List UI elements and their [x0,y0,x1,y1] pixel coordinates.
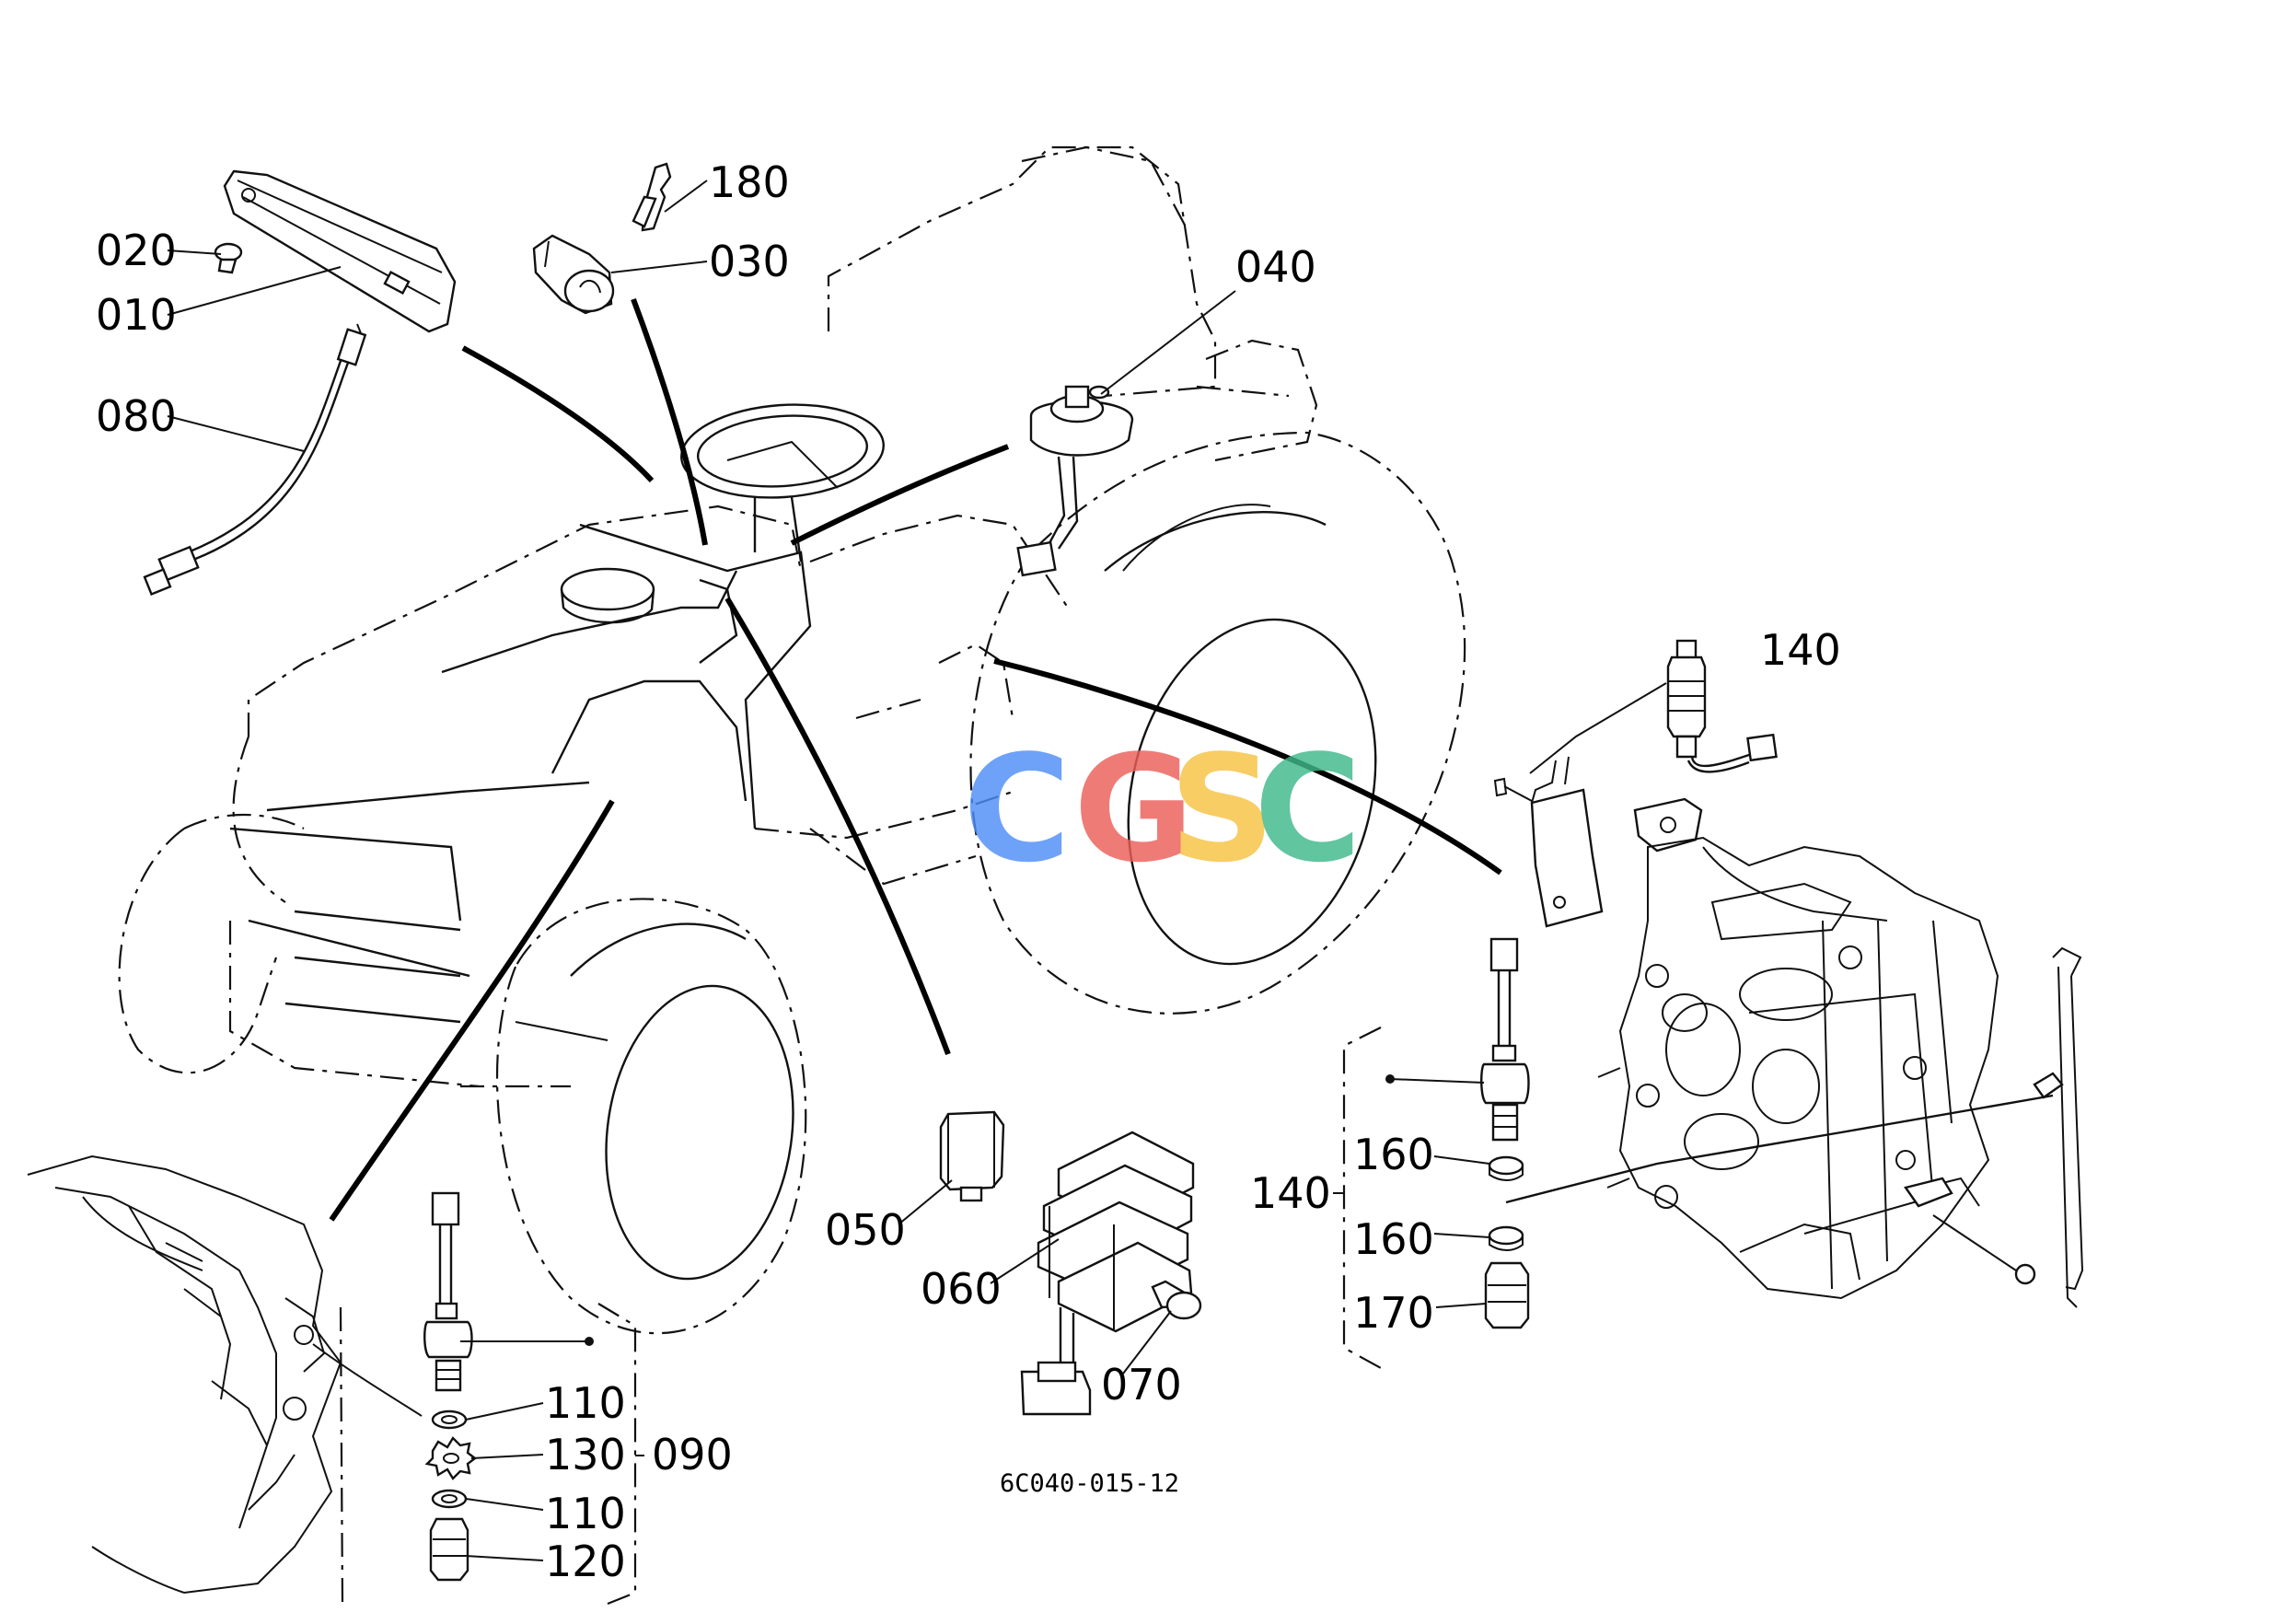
link-050 [724,597,951,1056]
bracket-140 [1342,1027,1382,1369]
callout-110-upper: 110 [545,1378,626,1428]
part-090-sender[interactable] [423,1191,473,1392]
part-160-washer-a[interactable] [1488,1155,1524,1181]
callout-040: 040 [1235,242,1316,292]
diagram-code: 6C040-015-12 [1000,1469,1179,1498]
part-120-plug[interactable] [429,1517,469,1582]
part-160-washer-b[interactable] [1488,1225,1524,1251]
callout-050: 050 [825,1205,906,1255]
part-040-switch[interactable] [1016,385,1134,577]
reference-lines [329,297,1502,1222]
watermark-letter-g: G [1073,723,1194,895]
callout-070: 070 [1101,1360,1182,1409]
callout-080: 080 [96,391,177,441]
part-030-key-switch[interactable] [532,234,615,315]
callout-120: 120 [545,1537,626,1586]
link-010 [461,345,655,483]
callout-030: 030 [709,237,790,286]
part-140-switch-upper[interactable] [1666,639,1778,773]
part-110-washer-b[interactable] [431,1489,468,1509]
callout-170: 170 [1353,1288,1434,1338]
tractor-outline [118,145,1466,1335]
callout-180: 180 [709,157,790,207]
part-080-cable[interactable] [143,323,367,596]
link-090 [329,799,615,1222]
link-040 [790,444,1010,546]
callout-010: 010 [96,290,177,340]
callout-090: 090 [652,1430,733,1479]
part-130-gear[interactable] [424,1436,477,1480]
watermark-letter-c1: C [963,723,1071,895]
callout-140-lower: 140 [1250,1168,1331,1218]
watermark-letter-c2: C [1254,723,1362,895]
callout-140-top: 140 [1760,625,1841,675]
watermark-cgsc: C G S C [963,723,1362,895]
part-070-connector[interactable] [1151,1280,1202,1320]
part-170-plug[interactable] [1484,1261,1530,1329]
callout-160-lower: 160 [1353,1214,1434,1264]
link-140 [993,658,1502,876]
callout-130: 130 [545,1430,626,1479]
part-140-sender-lower[interactable] [1480,937,1530,1142]
right-assembly [1493,756,2084,1308]
part-060-regulator[interactable] [1020,1131,1195,1416]
bracket-090 [597,1303,637,1606]
callout-110-lower: 110 [545,1489,626,1538]
part-110-washer-a[interactable] [431,1409,468,1430]
callout-160-upper: 160 [1353,1130,1434,1179]
part-050-relay[interactable] [939,1110,1005,1202]
part-020-screw[interactable] [214,242,243,274]
watermark-letter-s: S [1169,723,1275,895]
part-180-key[interactable] [632,162,672,232]
left-assembly [27,1154,344,1603]
callout-060: 060 [921,1264,1002,1314]
part-010-panel[interactable] [223,169,457,333]
link-030 [631,297,708,546]
callout-020: 020 [96,226,177,275]
